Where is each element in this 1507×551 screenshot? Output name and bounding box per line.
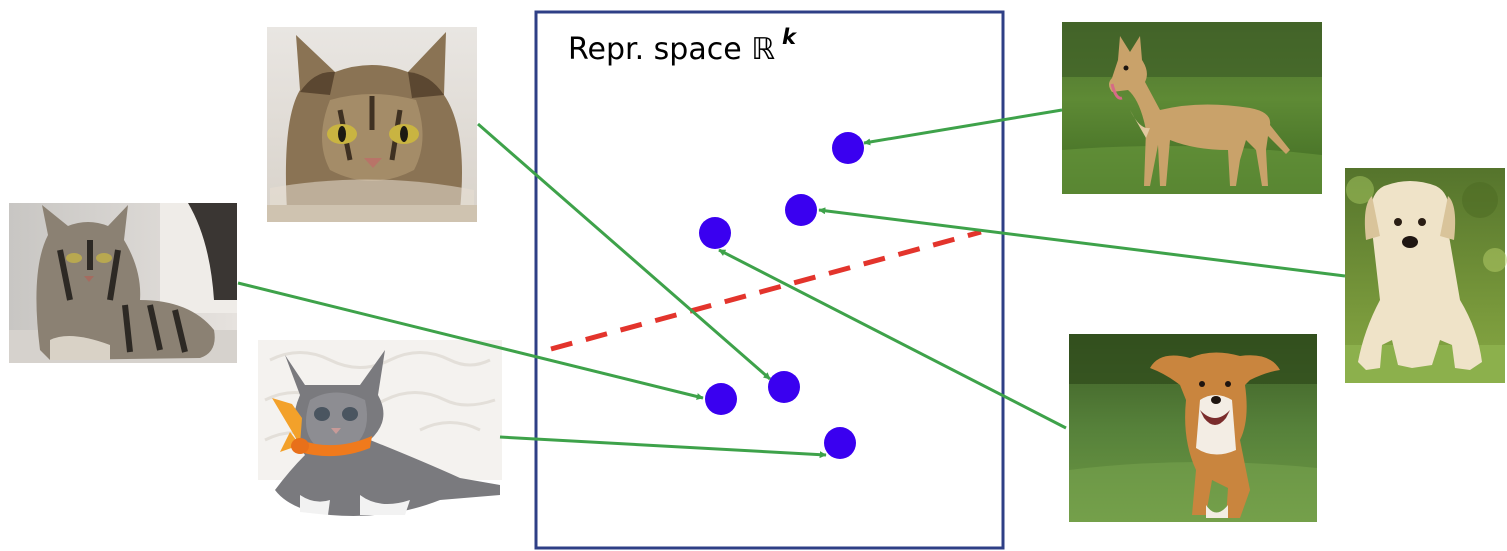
representation-space-frame <box>534 10 1005 550</box>
point-dog-c <box>699 217 731 249</box>
title-exponent: k <box>782 25 798 49</box>
dog-photo-running-beagle <box>1069 334 1317 522</box>
point-dog-a <box>832 132 864 164</box>
dog-photo-standing-tan <box>1062 22 1322 194</box>
cat-photo-kitten-bow <box>258 340 502 530</box>
arrow-cat-kitten-bow <box>499 435 827 459</box>
mapping-arrows <box>237 108 1346 459</box>
point-cat-a <box>768 371 800 403</box>
cat-photo-tabby-closeup <box>267 27 477 222</box>
dog-photo-labrador-puppy <box>1345 168 1507 383</box>
arrow-cat-tabby-closeup <box>477 122 771 381</box>
arrow-dog-running-beagle <box>718 248 1067 430</box>
cat-photo-lying-tabby <box>9 203 237 363</box>
embedding-points <box>699 132 864 459</box>
decision-boundary <box>550 229 982 352</box>
point-dog-b <box>785 194 817 226</box>
title-symbol: ℝ <box>751 32 775 67</box>
arrow-dog-labrador-puppy <box>818 207 1346 278</box>
title-prefix: Repr. space <box>568 32 751 67</box>
arrow-cat-lying-tabby <box>237 281 704 400</box>
point-cat-c <box>824 427 856 459</box>
arrow-dog-standing-tan <box>863 108 1063 146</box>
representation-space-title: Repr. space ℝ <box>568 32 775 67</box>
point-cat-b <box>705 383 737 415</box>
